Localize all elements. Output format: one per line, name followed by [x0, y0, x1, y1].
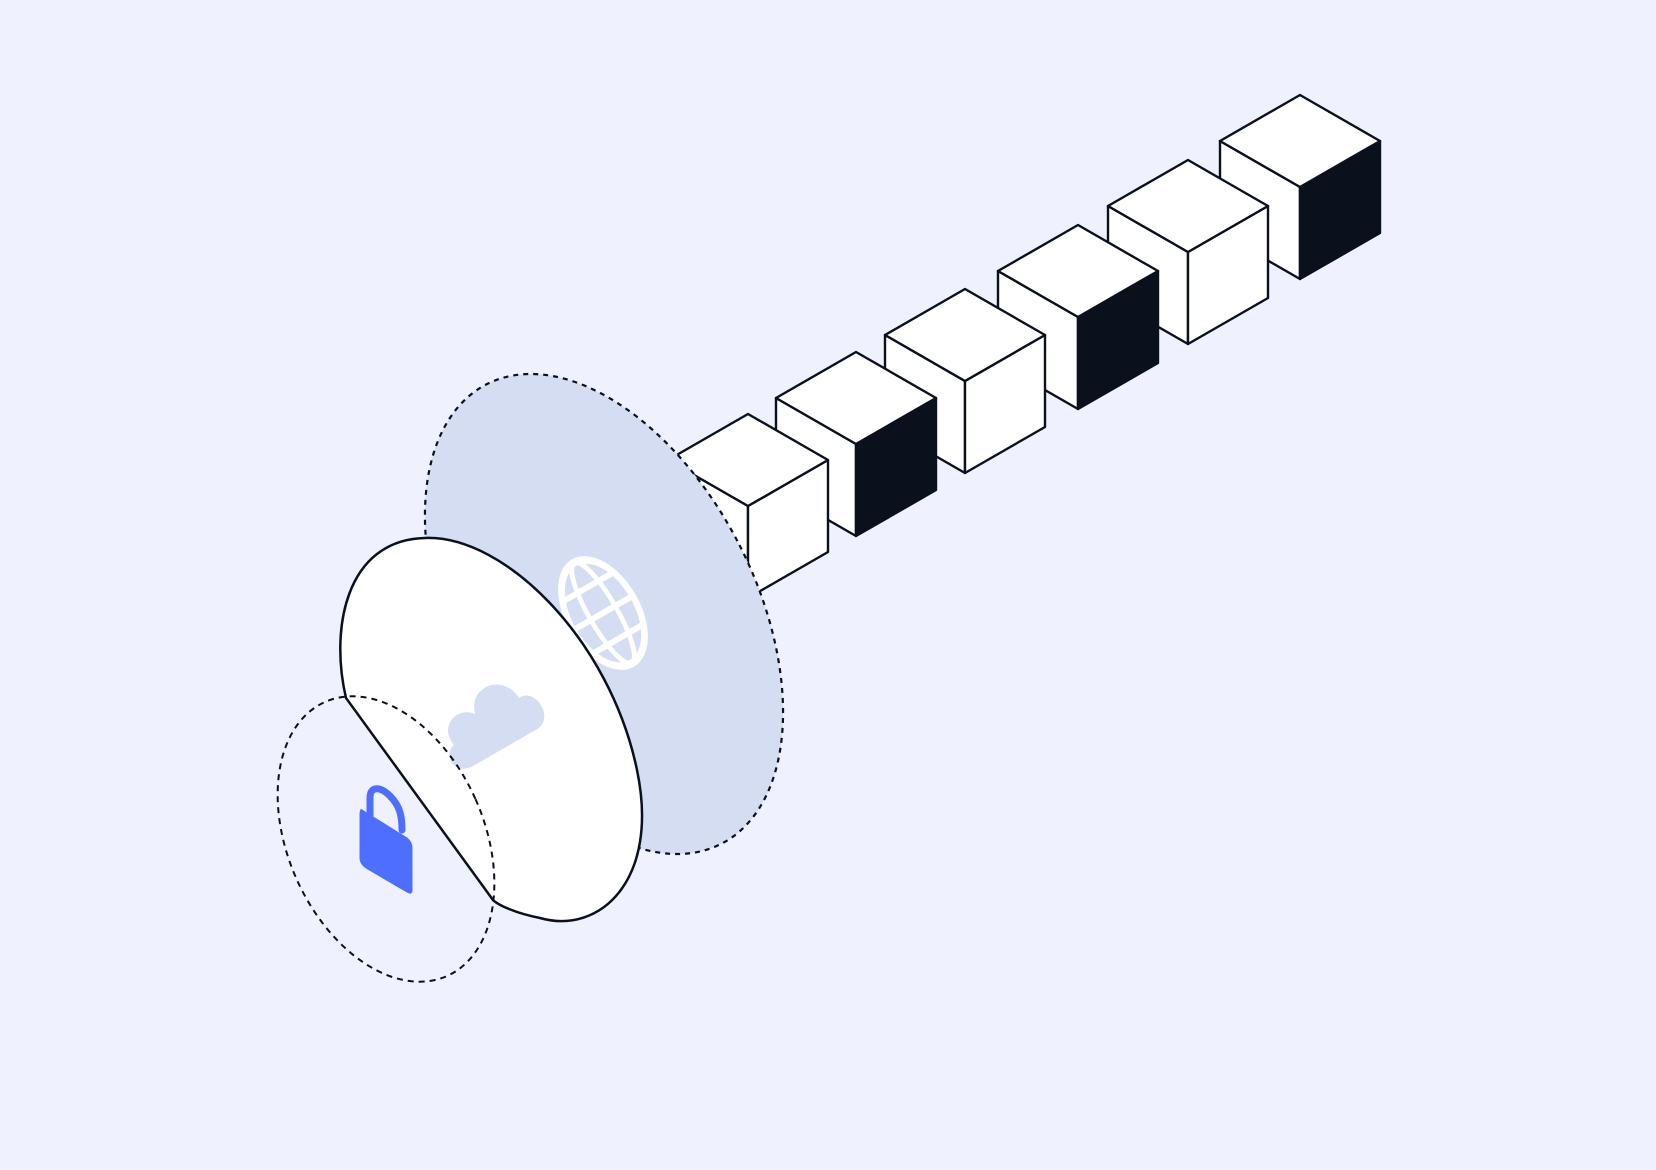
block-top-face: [774, 350, 938, 446]
security-disc-shape: [276, 695, 496, 983]
block-top-face: [1218, 93, 1382, 189]
globe-icon: [558, 556, 648, 670]
block-5: [1106, 158, 1270, 346]
cloud-layer-disc: [339, 536, 644, 923]
block-top-face: [996, 223, 1160, 319]
block-chain: [666, 93, 1382, 600]
lock-icon: [359, 785, 413, 894]
block-top-face: [1106, 158, 1270, 254]
block-top-face: [883, 287, 1047, 383]
security-layer-disc: [276, 695, 496, 983]
cloud-icon: [448, 684, 545, 769]
